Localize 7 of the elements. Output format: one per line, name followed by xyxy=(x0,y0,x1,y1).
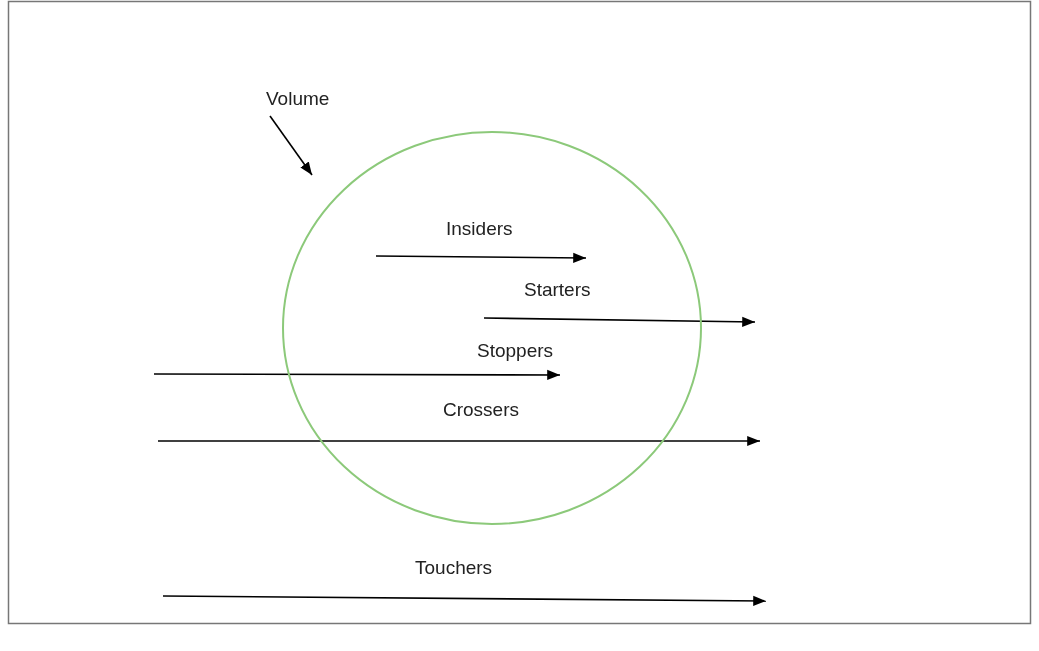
track-label: Insiders xyxy=(446,218,513,240)
leader-line xyxy=(269,115,313,176)
part-label: Volume xyxy=(266,88,330,109)
track-label: Stoppers xyxy=(477,340,554,362)
track-label: Touchers xyxy=(415,557,493,579)
track-label: Crossers xyxy=(443,399,519,421)
track-label: Starters xyxy=(524,279,591,301)
